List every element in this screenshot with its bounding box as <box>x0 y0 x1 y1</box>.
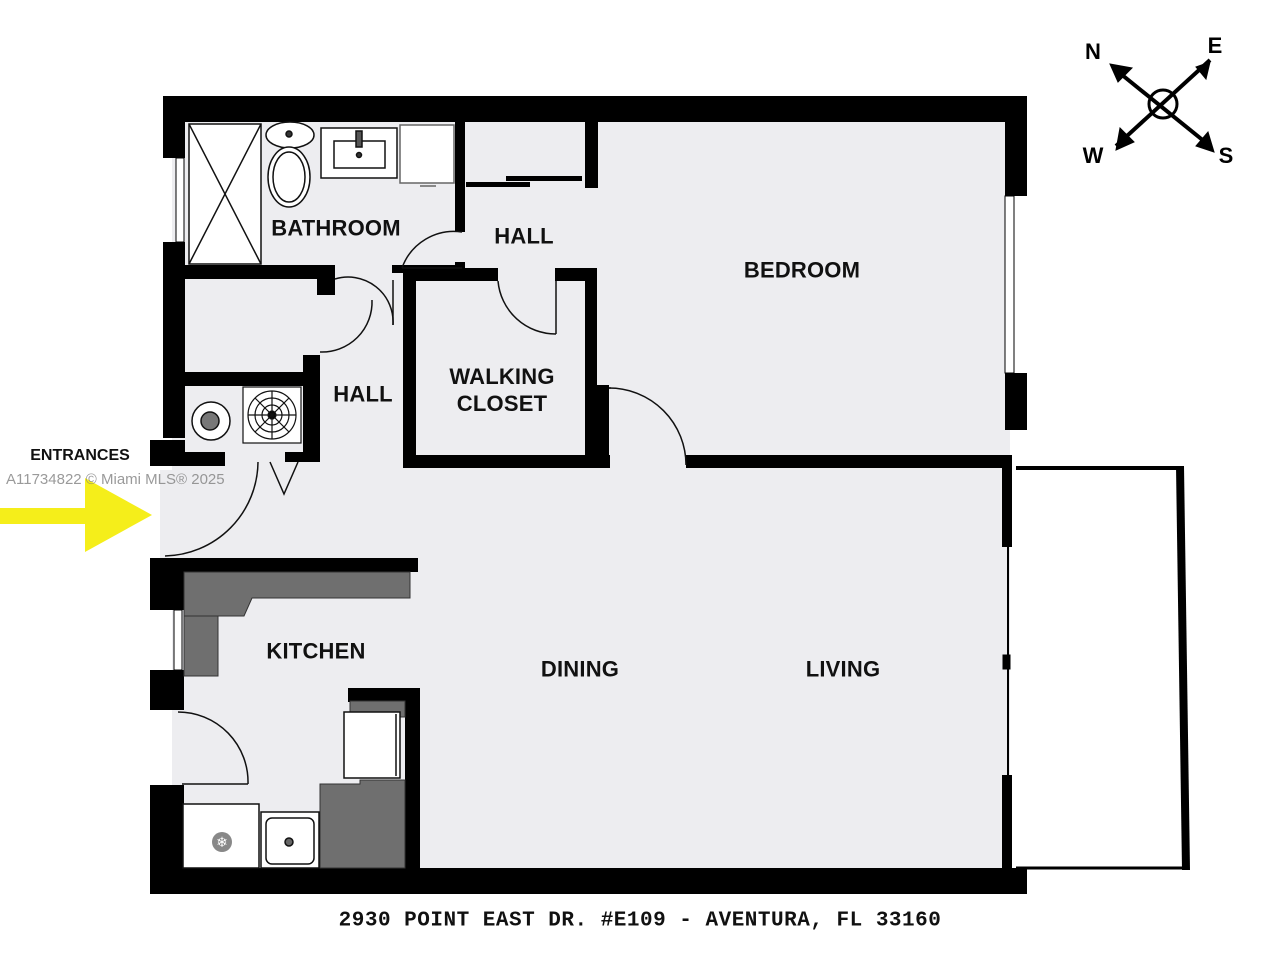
room-label-kitchen: KITCHEN <box>266 638 366 664</box>
mls-watermark: A11734822 © Miami MLS® 2025 <box>6 471 225 488</box>
room-label-bedroom: BEDROOM <box>743 257 861 283</box>
air-handler-icon <box>242 386 302 444</box>
address-caption: 2930 POINT EAST DR. #E109 - AVENTURA, FL… <box>338 909 942 933</box>
interior-walls <box>150 122 1012 878</box>
compass-west-label: W <box>1082 143 1104 168</box>
room-label-bathroom: BATHROOM <box>271 215 401 241</box>
walking-closet-line1: WALKING <box>449 364 555 389</box>
balcony <box>1016 465 1190 871</box>
shower <box>188 123 262 265</box>
refrigerator-icon: ❄ <box>182 803 260 869</box>
range-icon <box>343 711 401 779</box>
compass-east-label: E <box>1207 33 1223 58</box>
compass-south-label: S <box>1218 143 1234 168</box>
bathroom-sink-icon <box>320 127 398 179</box>
room-label-hall-upper: HALL <box>494 223 554 249</box>
compass-icon <box>1109 58 1215 153</box>
entrance-label: ENTRANCES <box>30 447 130 464</box>
svg-text:❄: ❄ <box>216 835 228 851</box>
windows <box>173 157 1015 775</box>
water-heater-icon <box>191 401 231 441</box>
kitchen-counters <box>183 571 411 869</box>
floor-area <box>160 110 1010 880</box>
exterior-walls <box>150 96 1027 894</box>
walking-closet-line2: CLOSET <box>456 391 548 416</box>
entrance-arrow-icon <box>0 478 152 552</box>
kitchen-sink-icon <box>260 811 320 869</box>
room-label-dining: DINING <box>540 656 620 682</box>
room-label-walking-closet: WALKING CLOSET <box>449 363 554 417</box>
room-label-hall-lower: HALL <box>333 381 393 407</box>
vanity-cabinet <box>399 124 455 187</box>
toilet-icon <box>265 121 315 208</box>
compass-north-label: N <box>1085 39 1101 64</box>
room-label-living: LIVING <box>805 656 881 682</box>
doors <box>164 230 687 785</box>
